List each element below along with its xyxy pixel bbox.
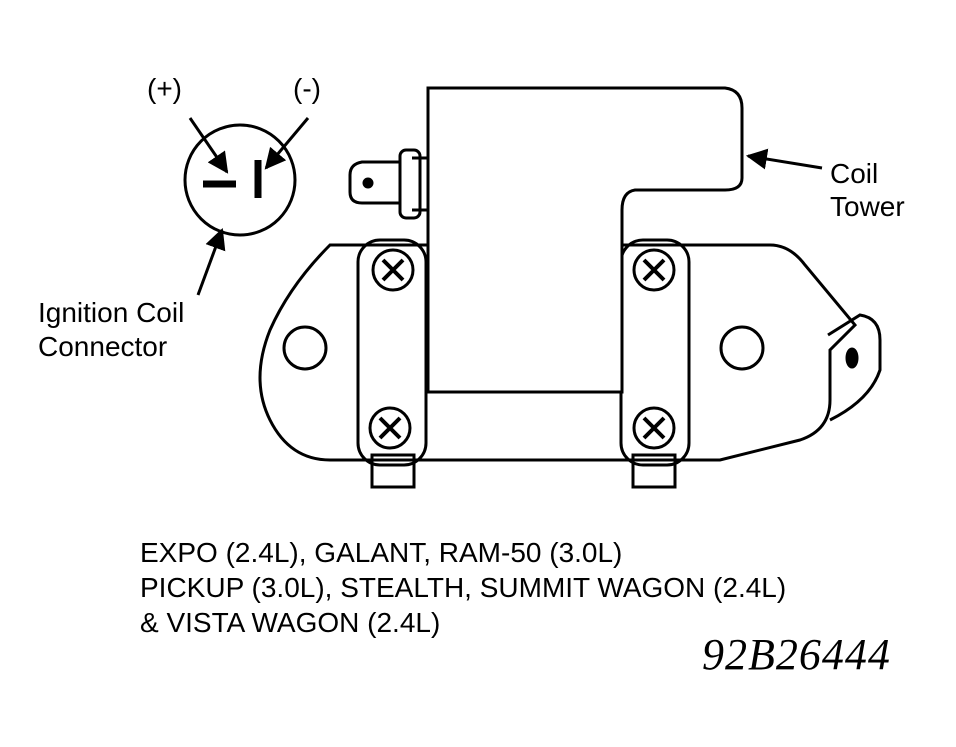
ignition-coil-connector <box>183 123 297 237</box>
right-clamp-foot <box>631 453 677 489</box>
coil-terminal-collar <box>398 148 422 220</box>
coil-terminal-neck <box>412 156 430 212</box>
plus-arrow <box>188 117 229 174</box>
negative-terminal-label: (-) <box>293 73 321 104</box>
caption-line-1: EXPO (2.4L), GALANT, RAM-50 (3.0L) <box>140 537 623 568</box>
side-tab-hole <box>845 347 859 369</box>
figure-id: 92B26444 <box>702 630 891 679</box>
mounting-bracket <box>258 243 882 462</box>
right-clamp <box>619 238 691 489</box>
coil-terminal-blade <box>348 160 402 205</box>
ignition-coil <box>348 86 744 394</box>
screw-top-left <box>371 248 415 292</box>
coil-tower-label-line2: Tower <box>830 191 905 222</box>
caption-line-3: & VISTA WAGON (2.4L) <box>140 607 441 638</box>
screw-bottom-right-cross <box>642 416 666 440</box>
connector-outline <box>183 123 297 237</box>
bracket-side-tab <box>827 313 882 422</box>
minus-arrow <box>264 117 310 170</box>
vehicle-application-caption: EXPO (2.4L), GALANT, RAM-50 (3.0L) PICKU… <box>140 535 786 640</box>
connector-label-line1: Ignition Coil <box>38 297 185 328</box>
screw-bottom-left-cross <box>378 416 402 440</box>
coil-body <box>426 86 744 394</box>
bracket-left-hole <box>282 325 328 371</box>
coil-terminal-hole <box>362 177 374 189</box>
caption-line-2: PICKUP (3.0L), STEALTH, SUMMIT WAGON (2.… <box>140 572 787 603</box>
screw-top-right <box>632 248 676 292</box>
connector-label-line2: Connector <box>38 331 168 362</box>
connector-arrow <box>196 228 226 296</box>
bracket-outline <box>258 243 858 462</box>
screw-top-right-cross <box>642 258 666 282</box>
left-clamp-body <box>356 238 428 467</box>
bracket-right-hole <box>719 325 765 371</box>
positive-terminal-label: (+) <box>147 73 182 104</box>
coil-tower-label-line1: Coil <box>830 158 879 189</box>
coil-tower-arrow <box>745 148 823 170</box>
left-clamp-foot <box>370 453 416 489</box>
screw-top-left-cross <box>381 258 405 282</box>
screw-bottom-left <box>368 406 412 450</box>
connector-leaders <box>188 117 310 296</box>
left-clamp <box>356 238 428 489</box>
screw-bottom-right <box>632 406 676 450</box>
